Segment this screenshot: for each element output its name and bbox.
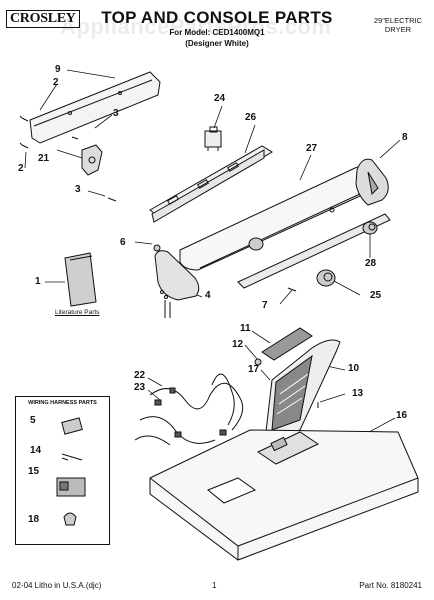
part-endcap-4 — [153, 244, 200, 301]
literature-parts-label: Literature Parts — [55, 309, 100, 316]
footer-litho: 02-04 Litho in U.S.A.(djc) — [12, 581, 102, 590]
part-grille-10 — [264, 339, 341, 441]
callout-9: 9 — [55, 64, 61, 75]
product-line-2: DRYER — [384, 25, 411, 34]
product-line-1: 29"ELECTRIC — [373, 16, 422, 25]
callout-21: 21 — [38, 153, 50, 164]
callout-23: 23 — [134, 382, 146, 393]
brand-logo: CROSLEY — [6, 10, 80, 28]
model-line: For Model: CED1400MQ1 — [169, 28, 265, 37]
part-top-panel-16 — [149, 429, 419, 561]
part-literature-1 — [64, 252, 97, 307]
callout-14: 14 — [30, 445, 42, 456]
callout-16: 16 — [396, 410, 408, 421]
wiring-box-parts — [56, 417, 86, 526]
part-knob-25 — [316, 269, 336, 287]
leader-lines — [24, 69, 401, 446]
callout-2b: 2 — [18, 163, 24, 174]
callout-8: 8 — [402, 132, 408, 143]
wiring-harness-title: WIRING HARNESS PARTS — [28, 400, 97, 406]
part-lint-screen-11 — [261, 327, 313, 361]
wiring-harness-box — [15, 396, 110, 545]
part-bracket-21 — [81, 144, 103, 176]
callout-27: 27 — [306, 143, 318, 154]
watermark: AppliancePartsPros.com — [60, 14, 332, 39]
callout-12: 12 — [232, 339, 244, 350]
callout-18: 18 — [28, 514, 40, 525]
callout-3b: 3 — [75, 184, 81, 195]
callout-15: 15 — [28, 466, 40, 477]
callout-13: 13 — [352, 388, 364, 399]
callout-26: 26 — [245, 112, 257, 123]
part-switch-24 — [204, 126, 222, 151]
callout-22: 22 — [134, 370, 146, 381]
part-knob-28 — [362, 221, 378, 235]
callout-3: 3 — [113, 108, 119, 119]
callout-28: 28 — [365, 258, 377, 269]
part-number: Part No. 8180241 — [359, 581, 422, 590]
variant-label: (Designer White) — [185, 39, 249, 48]
callout-24: 24 — [214, 93, 226, 104]
part-rail-26 — [149, 145, 273, 223]
callout-7: 7 — [262, 300, 268, 311]
callout-4: 4 — [205, 290, 211, 301]
screw-12 — [254, 358, 262, 366]
connectors — [164, 300, 171, 318]
part-harness-23 — [134, 373, 244, 446]
screw-7 — [287, 287, 297, 292]
callout-10: 10 — [348, 363, 360, 374]
part-endcap-8 — [355, 158, 389, 206]
callout-17: 17 — [248, 364, 260, 375]
callout-11: 11 — [240, 323, 251, 334]
part-console-back — [29, 71, 161, 144]
screw-parts — [19, 115, 117, 202]
callout-6: 6 — [120, 237, 126, 248]
callout-2: 2 — [53, 77, 59, 88]
callout-5: 5 — [30, 415, 36, 426]
callout-1: 1 — [35, 276, 41, 287]
callout-25: 25 — [370, 290, 382, 301]
page-number: 1 — [212, 581, 217, 590]
product-type: 29"ELECTRIC DRYER — [374, 16, 422, 34]
page-title: TOP AND CONSOLE PARTS — [101, 8, 333, 27]
